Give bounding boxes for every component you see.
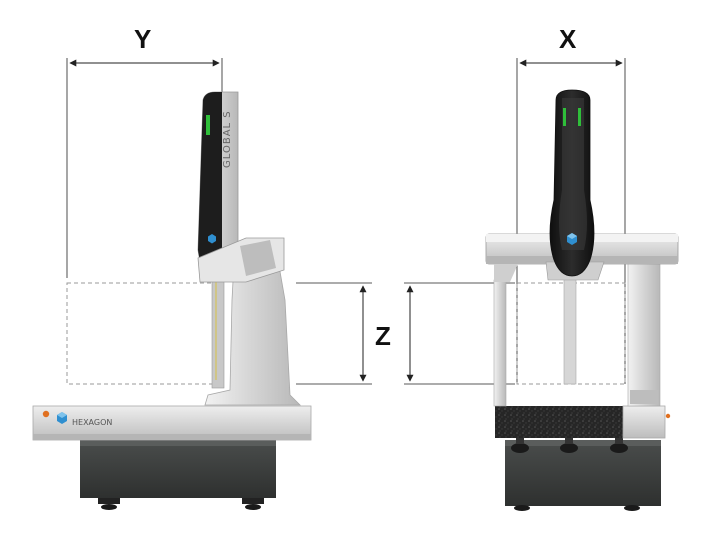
- z-dimension: [296, 282, 515, 385]
- hexagon-logo-icon: [57, 412, 67, 424]
- model-name: GLOBAL S: [222, 110, 233, 168]
- y-axis-label: Y: [134, 24, 152, 54]
- z-ram-side: [211, 269, 225, 389]
- x-axis-label: X: [559, 24, 577, 54]
- base-side: [80, 440, 276, 510]
- granite-table-front: [495, 406, 623, 438]
- carriage-side: [197, 91, 285, 283]
- carriage-front: [545, 89, 605, 281]
- base-front: [505, 434, 661, 511]
- z-axis-label: Z: [375, 321, 391, 351]
- measuring-volume-side: [66, 282, 220, 385]
- table-side: [32, 405, 312, 441]
- maker-name: HEXAGON: [72, 418, 112, 427]
- power-indicator-icon: [42, 410, 50, 418]
- bridge-legs-front: [493, 261, 661, 407]
- y-dimension: [66, 58, 223, 278]
